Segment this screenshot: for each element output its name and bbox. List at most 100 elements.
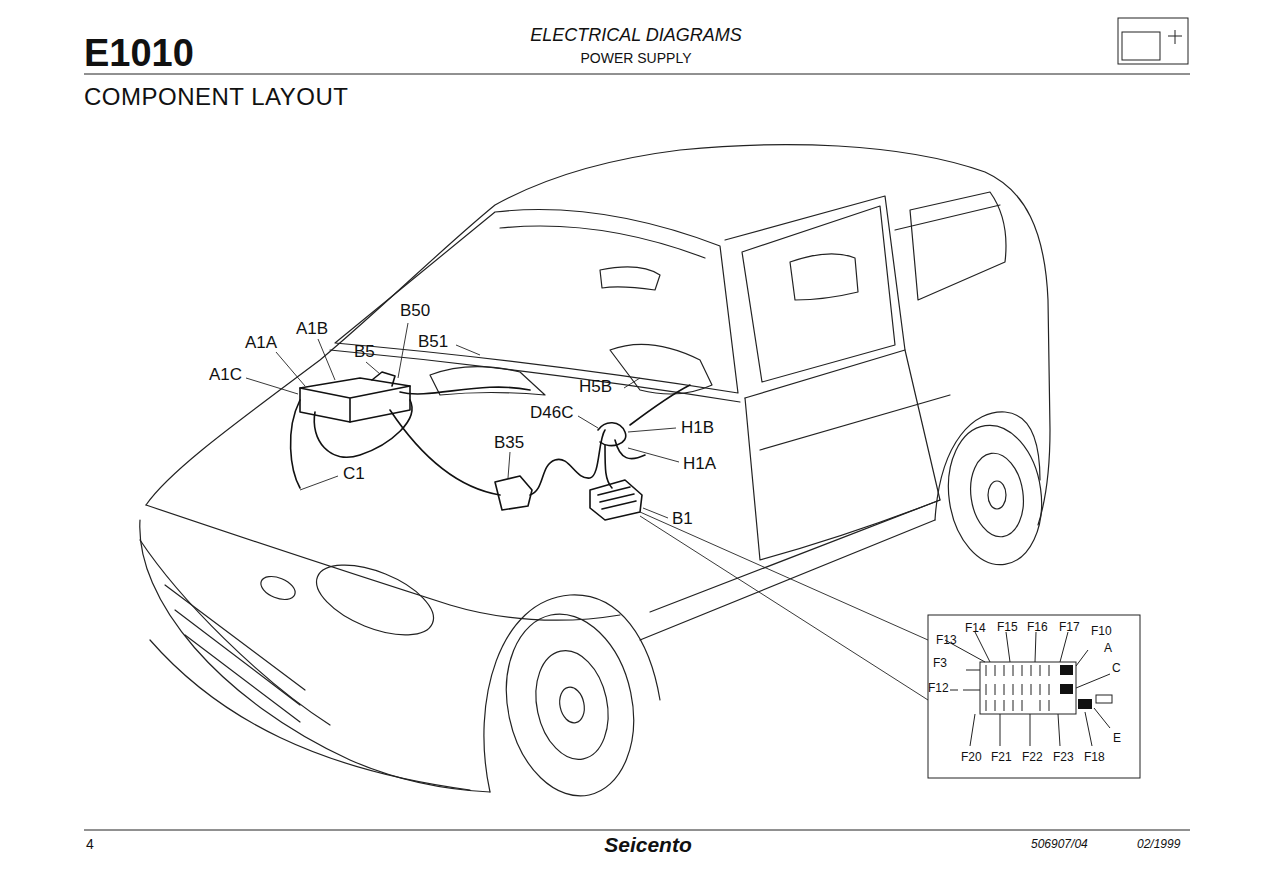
relay — [1078, 699, 1092, 709]
wire — [615, 440, 645, 459]
fuse-leader — [945, 632, 1068, 662]
headlight — [307, 551, 443, 649]
wiring — [291, 372, 690, 520]
battery-cable — [400, 387, 530, 394]
leader-line — [578, 416, 598, 428]
battery-cable — [314, 400, 412, 457]
part-label: D46C — [530, 404, 573, 421]
part-label: B1 — [672, 510, 693, 527]
fuse-label: F17 — [1059, 621, 1080, 633]
part-label: H1B — [681, 419, 714, 436]
rear-wheel — [988, 481, 1006, 509]
fuse-label: F22 — [1022, 751, 1043, 763]
fuse-label: F23 — [1053, 751, 1074, 763]
rear-wheel — [965, 450, 1028, 540]
fuse-label: F18 — [1084, 751, 1105, 763]
wire — [530, 430, 605, 495]
relay — [1060, 665, 1092, 709]
wheel-arch — [484, 595, 660, 792]
wire — [605, 445, 612, 488]
fuse-label: F21 — [991, 751, 1012, 763]
front-wheel — [557, 685, 588, 725]
ground-cable — [291, 400, 300, 488]
leader-line — [246, 378, 298, 394]
fuse-label: F14 — [965, 622, 986, 634]
leader-line — [318, 339, 335, 380]
bumper — [150, 640, 470, 790]
fuse-leader — [950, 670, 980, 690]
part-label: B50 — [400, 302, 430, 319]
part-label: B35 — [494, 434, 524, 451]
part-label: A1B — [296, 320, 328, 337]
battery — [300, 386, 410, 422]
junction-box — [495, 476, 532, 510]
leader-line — [643, 508, 668, 518]
windshield — [500, 226, 705, 258]
door-frame — [725, 196, 905, 398]
fuse-leader — [970, 712, 1092, 746]
connector-label: C — [1112, 662, 1121, 674]
fuse-box-detail — [928, 615, 1140, 778]
mirror — [600, 267, 660, 290]
leader-line — [366, 362, 380, 374]
fuse-grid — [945, 632, 1112, 746]
relay — [1060, 684, 1073, 694]
body-outline — [146, 145, 1050, 525]
rear-window — [910, 192, 1006, 300]
fuse-row — [986, 684, 1049, 695]
connector — [598, 423, 626, 446]
rear-wheel — [940, 419, 1051, 570]
leader-line — [508, 452, 510, 478]
detail-pointer — [640, 516, 928, 700]
fuse-box — [590, 480, 642, 520]
part-label: C1 — [343, 465, 365, 482]
page-number: 4 — [86, 837, 94, 851]
fuse-label: F10 — [1091, 625, 1112, 637]
bumper — [140, 520, 490, 792]
part-label: A1C — [209, 366, 242, 383]
detail-frame — [928, 615, 1140, 778]
leader-line — [624, 378, 640, 388]
hood-front — [146, 505, 620, 620]
model-name: Seicento — [604, 834, 692, 855]
part-label: H1A — [683, 455, 716, 472]
battery-terminal — [372, 372, 395, 386]
leader-line — [276, 352, 305, 386]
car-body — [140, 145, 1051, 808]
detail-pointer — [640, 512, 928, 640]
header-rule — [84, 74, 1190, 75]
steering-wheel — [610, 344, 712, 394]
section-icon — [1118, 18, 1188, 64]
part-label: B51 — [418, 333, 448, 350]
fuse-leader — [1076, 650, 1110, 728]
fuse-block — [980, 662, 1076, 714]
page-code: E1010 — [84, 34, 194, 72]
fuse-label: F15 — [997, 621, 1018, 633]
fuse-box — [598, 487, 636, 509]
leader-line — [628, 428, 676, 432]
fuse-label: F16 — [1027, 621, 1048, 633]
section-title: ELECTRICAL DIAGRAMS — [530, 26, 742, 44]
document-date: 02/1999 — [1137, 838, 1180, 850]
part-label: H5B — [579, 378, 612, 395]
windshield — [335, 210, 738, 393]
leader-line — [628, 448, 679, 462]
section-icon — [1175, 30, 1176, 44]
document-number: 506907/04 — [1031, 838, 1088, 850]
grille — [165, 585, 305, 722]
leader-lines — [246, 323, 928, 700]
roof-line — [895, 205, 1000, 230]
fuse-label: F13 — [936, 634, 957, 646]
side-moulding — [760, 395, 950, 450]
relay — [1060, 665, 1073, 675]
connector-label: E — [1113, 732, 1121, 744]
leader-line — [456, 345, 480, 355]
fuse-label: F12 — [928, 682, 949, 694]
grille — [140, 540, 330, 725]
door — [745, 350, 940, 560]
part-label: A1A — [245, 334, 277, 351]
door-window — [742, 206, 895, 382]
indicator — [258, 572, 299, 604]
section-icon — [1122, 32, 1160, 60]
